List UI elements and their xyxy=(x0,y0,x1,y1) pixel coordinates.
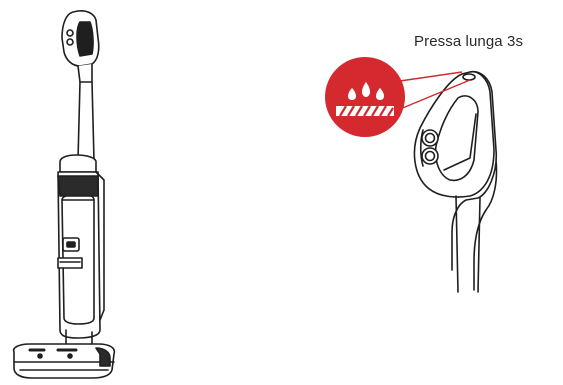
long-press-caption: Pressa lunga 3s xyxy=(414,33,523,50)
water-drops-self-clean-icon xyxy=(325,57,405,137)
